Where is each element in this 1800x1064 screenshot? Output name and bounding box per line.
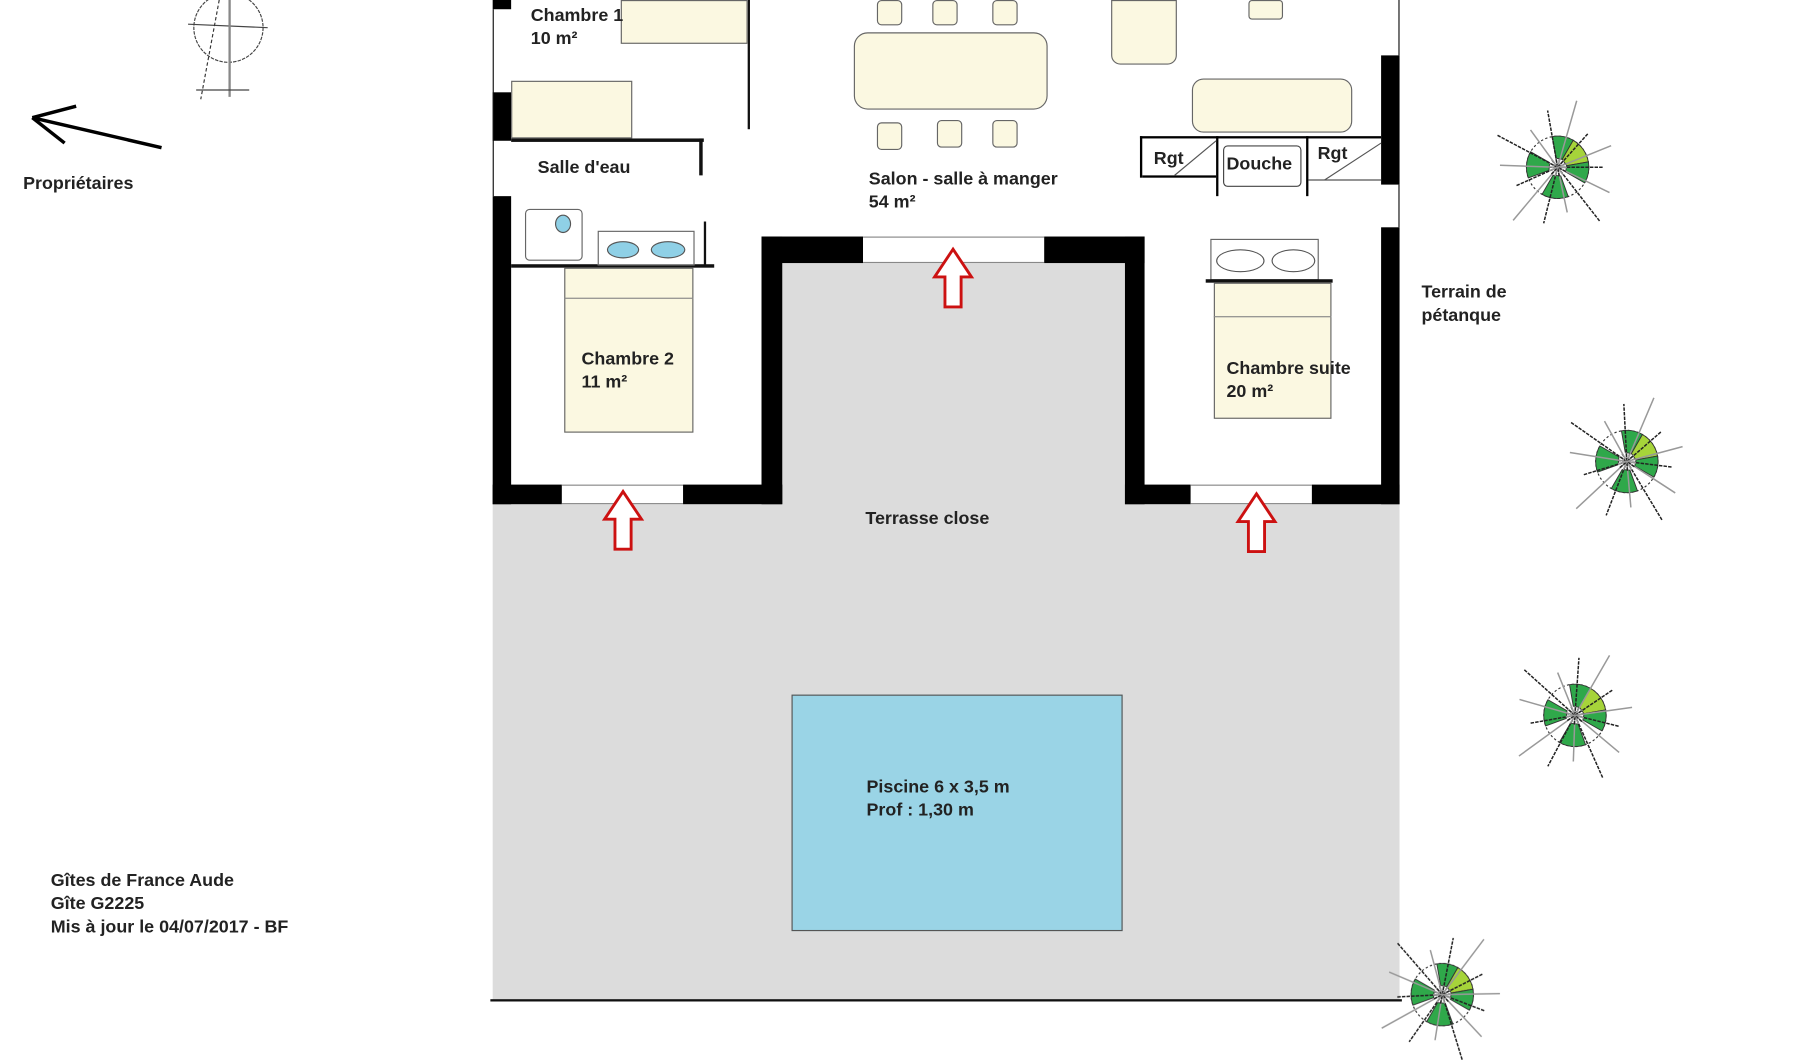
window [1398, 0, 1400, 56]
side-table [1248, 0, 1284, 20]
armchair [1111, 0, 1177, 65]
chair [936, 119, 963, 148]
bed-chambre-suite [1213, 282, 1332, 419]
wall [1311, 484, 1400, 505]
rgt-left-label: Rgt [1153, 148, 1184, 169]
room-area: 10 m² [530, 28, 578, 49]
partition [747, 0, 750, 130]
bed-chambre2 [564, 267, 694, 433]
partition [703, 221, 707, 266]
wall [492, 92, 512, 141]
room-name: Salon - salle à manger [868, 169, 1058, 190]
counter [511, 264, 715, 268]
basin-icon [606, 241, 640, 259]
window [492, 9, 494, 197]
chair [876, 0, 903, 26]
credits-line: Gîtes de France Aude [50, 871, 234, 891]
salle-eau-label: Salle d'eau [537, 158, 631, 178]
rgt-right-label: Rgt [1317, 144, 1348, 164]
tree-icon [1569, 397, 1683, 522]
wall [761, 236, 864, 264]
room-area: 11 m² [581, 372, 628, 393]
owners-direction-arrow [31, 104, 162, 150]
chair [932, 0, 958, 26]
tree-icon [1518, 655, 1633, 779]
basin-icon [1271, 249, 1316, 273]
dining-table [853, 32, 1048, 110]
partition [1216, 136, 1219, 197]
room-area: 54 m² [868, 192, 916, 213]
room-name: Chambre 1 [530, 5, 624, 26]
entry-arrow-icon [601, 488, 645, 551]
credits-line: Mis à jour le 04/07/2017 - BF [50, 917, 289, 937]
room-area: 20 m² [1226, 381, 1274, 402]
pool-depth: Prof : 1,30 m [866, 800, 974, 821]
douche-label: Douche [1226, 154, 1293, 175]
sofa [1191, 78, 1353, 133]
chair [876, 122, 903, 150]
swimming-pool [791, 694, 1123, 932]
wall [1381, 227, 1400, 505]
counter [1205, 279, 1333, 283]
partition [1139, 136, 1143, 178]
pillow-line [1213, 316, 1332, 318]
tree-icon [1381, 937, 1500, 1061]
wall [683, 484, 783, 505]
partition [511, 138, 704, 142]
credits-line: Gîte G2225 [50, 894, 145, 914]
entry-arrow-icon [931, 246, 975, 309]
basin-icon [650, 241, 686, 259]
tree-icon [1496, 100, 1612, 224]
terrasse-label: Terrasse close [865, 508, 990, 529]
floor-plan: Propriétaires [23, 0, 1683, 1061]
partition [1139, 136, 1382, 139]
wall [492, 484, 562, 505]
partition [699, 138, 703, 176]
partition [1142, 175, 1217, 178]
window [1398, 184, 1400, 228]
wall [1124, 484, 1191, 505]
room-name: Chambre suite [1226, 358, 1351, 379]
shower-tray [1223, 145, 1302, 187]
label-line: Terrain de [1421, 282, 1507, 303]
room-name: Chambre 2 [581, 349, 674, 370]
chair [992, 0, 1018, 26]
drain-icon [554, 214, 572, 234]
partition [1306, 136, 1309, 197]
pool-size: Piscine 6 x 3,5 m [866, 777, 1010, 798]
closet-doors [1174, 140, 1382, 181]
wall [1381, 55, 1400, 185]
wall [761, 236, 783, 505]
entry-arrow-icon [1235, 491, 1278, 553]
owners-label: Propriétaires [23, 174, 134, 194]
pillow-line [564, 297, 694, 299]
basin-icon [1216, 249, 1265, 273]
bed-chambre1 [620, 0, 748, 44]
chair [992, 119, 1018, 148]
wall [492, 196, 512, 505]
wall [1124, 236, 1145, 505]
compass-icon [188, 0, 268, 100]
shower-tray [524, 208, 583, 261]
wardrobe [511, 80, 633, 139]
wall [492, 0, 512, 10]
label-line: pétanque [1421, 305, 1501, 326]
